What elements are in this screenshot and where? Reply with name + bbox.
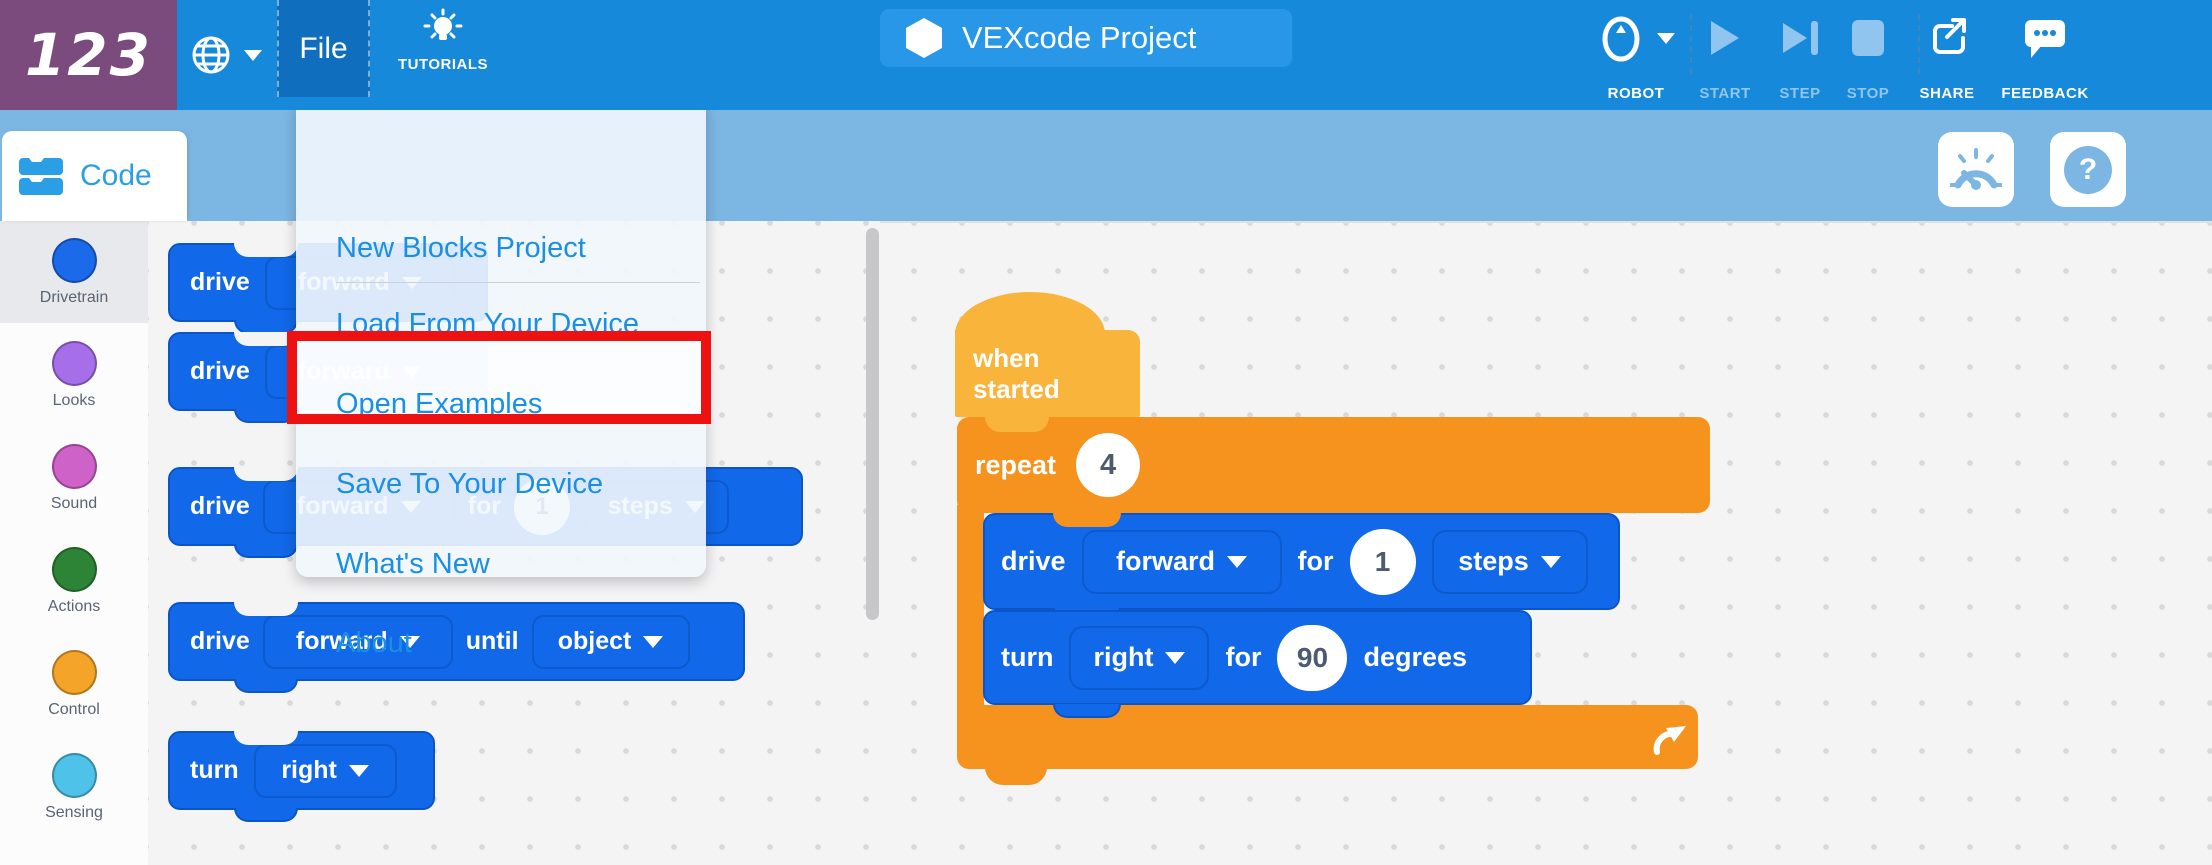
chevron-down-icon — [244, 49, 262, 61]
drivetrain-color-dot — [51, 237, 97, 283]
canvas-turn-block[interactable]: turn right for 90 degrees — [983, 610, 1532, 718]
when-started-block[interactable]: when started — [955, 330, 1140, 417]
menu-divider — [336, 282, 700, 283]
repeat-block-arm — [957, 505, 984, 710]
block-notch — [234, 731, 298, 745]
block-bump — [234, 544, 298, 558]
chevron-down-icon — [1165, 651, 1186, 664]
block-notch — [234, 467, 298, 481]
block-bump — [234, 679, 298, 693]
looks-color-dot — [51, 340, 97, 386]
repeat-loop-arrow-icon — [1653, 726, 1686, 755]
category-drivetrain[interactable]: Drivetrain — [0, 221, 148, 323]
repeat-count-input[interactable]: 4 — [1076, 433, 1141, 497]
stop-icon — [1852, 20, 1884, 56]
share-icon — [1933, 18, 1966, 54]
canvas-top-edge — [880, 221, 2212, 223]
category-next-partial[interactable] — [0, 839, 148, 865]
feedback-bubble-icon — [2025, 20, 2065, 58]
feedback-button[interactable]: FEEDBACK — [1998, 10, 2092, 102]
step-button[interactable]: STEP — [1775, 10, 1825, 102]
turn-direction-dropdown[interactable]: right — [253, 743, 397, 798]
actions-color-dot — [51, 546, 97, 592]
repeat-block-content[interactable]: repeat 4 — [957, 417, 1710, 513]
robot-icon — [1602, 16, 1640, 62]
tutorials-button[interactable]: TUTORIALS — [398, 8, 488, 104]
palette-block-drive-until-object[interactable]: drive forward until object — [168, 602, 745, 693]
block-bump — [1053, 704, 1121, 718]
category-sensing[interactable]: Sensing — [0, 736, 148, 838]
chevron-down-icon — [399, 635, 420, 648]
lightbulb-icon — [423, 8, 463, 40]
direction-dropdown[interactable]: forward — [262, 614, 453, 669]
chevron-down-icon — [1657, 32, 1675, 44]
sensing-color-dot — [51, 752, 97, 798]
category-sound[interactable]: Sound — [0, 427, 148, 529]
palette-block-turn[interactable]: turn right — [168, 731, 435, 822]
sound-color-dot — [51, 443, 97, 489]
direction-dropdown[interactable]: forward — [1081, 529, 1282, 594]
language-selector[interactable] — [188, 0, 262, 110]
category-control[interactable]: Control — [0, 633, 148, 735]
stop-button[interactable]: STOP — [1843, 10, 1893, 102]
device-dashboard-button[interactable] — [1938, 132, 2014, 207]
block-notch — [234, 243, 298, 257]
palette-canvas-divider[interactable] — [866, 228, 879, 620]
block-notch — [234, 602, 298, 616]
help-button[interactable]: ? — [2050, 132, 2126, 207]
steps-value-input[interactable]: 1 — [1349, 528, 1416, 595]
share-button[interactable]: SHARE — [1912, 10, 1982, 102]
play-icon — [1711, 21, 1739, 55]
project-title[interactable]: VEXcode Project — [880, 9, 1292, 67]
control-color-dot — [51, 649, 97, 695]
question-mark-icon: ? — [2064, 145, 2112, 194]
app-logo-123: 123 — [0, 0, 177, 110]
menu-item-about[interactable]: About — [336, 626, 412, 659]
menu-item-save-to-your-device[interactable]: Save To Your Device — [336, 467, 604, 500]
canvas-drive-block[interactable]: drive forward for 1 steps — [983, 513, 1620, 622]
when-started-bump — [985, 417, 1049, 432]
hexagon-icon — [906, 18, 942, 58]
turn-direction-dropdown[interactable]: right — [1069, 625, 1210, 690]
tab-code[interactable]: Code — [2, 131, 187, 221]
category-looks[interactable]: Looks — [0, 324, 148, 426]
chevron-down-icon — [1227, 555, 1248, 568]
toolbar-divider — [1690, 14, 1692, 74]
gauge-icon — [1950, 147, 2002, 190]
code-blocks-icon — [19, 158, 63, 195]
top-menu-bar: 123 File — [0, 0, 2212, 110]
units-dropdown[interactable]: steps — [1431, 529, 1588, 594]
save-item-highlight — [297, 338, 705, 416]
chevron-down-icon — [643, 635, 664, 648]
step-icon — [1782, 21, 1818, 55]
degrees-value-input[interactable]: 90 — [1277, 624, 1348, 691]
globe-icon — [192, 36, 230, 74]
file-menu-button[interactable]: File — [277, 0, 370, 97]
chevron-down-icon — [348, 764, 369, 777]
repeat-block-bump — [985, 767, 1047, 785]
chevron-down-icon — [1540, 555, 1561, 568]
save-to-device-highlight-box — [287, 331, 711, 424]
category-actions[interactable]: Actions — [0, 530, 148, 632]
robot-button[interactable]: ROBOT — [1588, 10, 1684, 102]
category-sidebar: Drivetrain Looks Sound Actions Control S… — [0, 221, 148, 865]
block-notch — [1053, 513, 1121, 527]
toolbar-divider — [1918, 14, 1920, 74]
block-notch — [234, 332, 298, 346]
start-button[interactable]: START — [1699, 10, 1750, 102]
block-bump — [234, 808, 298, 822]
menu-item-whats-new[interactable]: What's New — [336, 547, 490, 580]
object-dropdown[interactable]: object — [531, 614, 690, 669]
menu-item-new-blocks-project[interactable]: New Blocks Project — [336, 231, 586, 264]
